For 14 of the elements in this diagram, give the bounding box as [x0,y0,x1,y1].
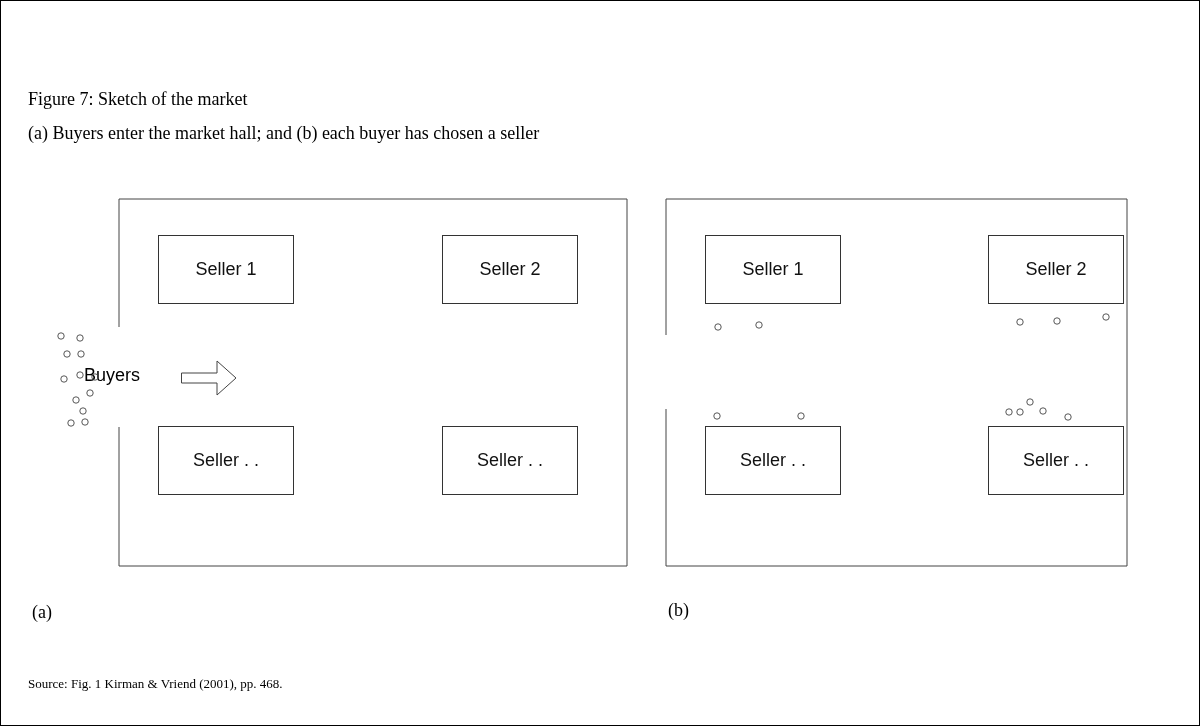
seller-box: Seller 2 [988,235,1124,304]
seller-box: Seller 1 [705,235,841,304]
seller-box: Seller . . [988,426,1124,495]
source-note: Source: Fig. 1 Kirman & Vriend (2001), pp. 468. [28,676,283,692]
seller-box: Seller 1 [158,235,294,304]
buyers-label: Buyers [84,365,141,386]
panel-label: (b) [668,600,689,621]
seller-box: Seller 2 [442,235,578,304]
seller-box: Seller . . [158,426,294,495]
figure-title: Figure 7: Sketch of the market [28,89,248,110]
panel-label: (a) [32,602,52,623]
seller-box: Seller . . [442,426,578,495]
seller-box: Seller . . [705,426,841,495]
figure-caption: (a) Buyers enter the market hall; and (b) each buyer has chosen a seller [28,123,540,144]
